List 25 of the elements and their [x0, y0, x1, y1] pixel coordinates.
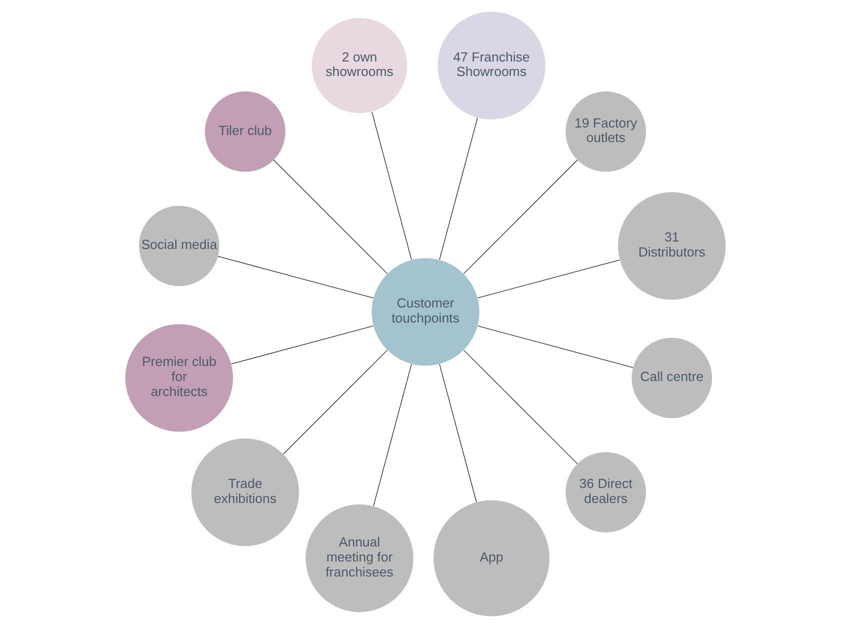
node-circle: 2 own showrooms — [312, 18, 408, 114]
connector — [283, 350, 388, 454]
connector — [463, 350, 578, 464]
node-circle: Annual meeting for franchisees — [306, 504, 414, 612]
connector — [218, 256, 374, 298]
connector — [463, 160, 578, 274]
node-circle: App — [434, 500, 550, 616]
node-circle: Tiler club — [204, 91, 286, 172]
node-circle: 19 Factory outlets — [566, 91, 646, 172]
node-circle: Call centre — [632, 338, 712, 418]
connector — [439, 117, 478, 260]
connector — [231, 326, 374, 364]
node-circle: 31 Distributors — [618, 192, 726, 300]
node-circle: 36 Direct dealers — [566, 452, 646, 532]
node-circle: Premier club for architects — [125, 324, 233, 432]
connector — [477, 260, 620, 298]
node-circle: Social media — [138, 206, 220, 286]
connector — [477, 326, 634, 368]
connector — [373, 364, 412, 506]
connector — [439, 364, 477, 503]
node-circle: Trade exhibitions — [191, 438, 299, 546]
connector — [273, 160, 388, 274]
node-circle: 47 Franchise Showrooms — [438, 12, 546, 120]
connector — [372, 112, 412, 260]
node-circle: Customer touchpoints — [372, 258, 480, 366]
